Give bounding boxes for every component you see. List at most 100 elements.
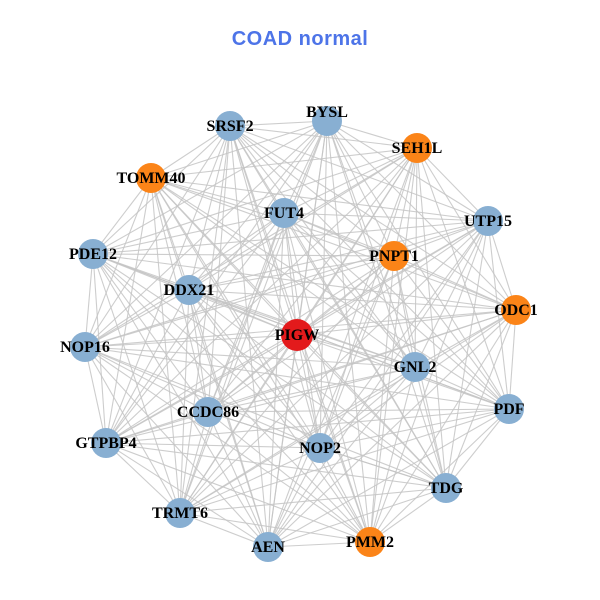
node-circle xyxy=(501,295,531,325)
edge xyxy=(84,346,510,410)
node-label: CCDC86 xyxy=(177,404,239,421)
edge xyxy=(105,442,181,514)
edge xyxy=(84,346,107,444)
edge xyxy=(267,408,510,548)
edge xyxy=(150,177,269,548)
edge xyxy=(188,289,321,449)
edge xyxy=(267,487,447,548)
edge xyxy=(84,346,269,548)
node-circle xyxy=(312,106,342,136)
edge xyxy=(105,177,152,444)
edge xyxy=(207,366,416,413)
edge xyxy=(84,253,94,348)
node-circle xyxy=(193,397,223,427)
edge xyxy=(84,147,418,348)
edge xyxy=(92,177,152,255)
edge xyxy=(105,125,231,444)
edge xyxy=(188,125,231,291)
node-label: GTPBP4 xyxy=(75,435,136,452)
node-label: NOP2 xyxy=(299,440,341,457)
edge xyxy=(84,346,447,489)
edge xyxy=(207,334,298,413)
edge xyxy=(326,120,489,222)
edge xyxy=(105,309,517,444)
edge xyxy=(92,147,418,255)
edge xyxy=(414,309,517,368)
edge xyxy=(369,309,517,543)
node-pdf: PDF xyxy=(493,394,525,424)
node-label: DDX21 xyxy=(164,282,215,299)
edge xyxy=(92,253,321,449)
edge xyxy=(267,255,395,548)
node-gtpbp4: GTPBP4 xyxy=(75,428,137,458)
edge xyxy=(188,147,418,291)
node-label: UTP15 xyxy=(464,213,512,230)
node-label: FUT4 xyxy=(264,205,304,222)
node-circle xyxy=(355,527,385,557)
edge xyxy=(267,541,371,548)
edge xyxy=(105,442,321,449)
node-circle xyxy=(91,428,121,458)
edge xyxy=(229,120,328,127)
edge xyxy=(326,120,510,410)
node-circle xyxy=(269,198,299,228)
edge xyxy=(92,253,447,489)
node-label: GNL2 xyxy=(394,359,437,376)
node-odc1: ODC1 xyxy=(494,295,538,325)
node-label: PNPT1 xyxy=(369,248,419,265)
node-label: TRMT6 xyxy=(152,505,208,522)
node-label: SRSF2 xyxy=(206,118,253,135)
node-circle xyxy=(431,473,461,503)
edge xyxy=(319,147,418,449)
node-gnl2: GNL2 xyxy=(394,352,437,382)
edge xyxy=(188,289,371,543)
node-label: ODC1 xyxy=(494,302,538,319)
node-aen: AEN xyxy=(251,532,285,562)
edge xyxy=(393,255,510,410)
edge xyxy=(267,220,489,548)
node-circle xyxy=(253,532,283,562)
edge xyxy=(319,366,416,449)
edge xyxy=(393,255,517,311)
node-circle xyxy=(400,352,430,382)
edge xyxy=(92,220,489,255)
edge xyxy=(105,289,190,444)
edge xyxy=(283,212,298,336)
node-label: TOMM40 xyxy=(116,170,185,187)
edge xyxy=(179,512,269,548)
edge xyxy=(150,177,321,449)
node-circle xyxy=(215,111,245,141)
edge xyxy=(92,120,328,255)
node-srsf2: SRSF2 xyxy=(206,111,254,141)
node-nop16: NOP16 xyxy=(60,332,110,362)
edge xyxy=(445,408,510,489)
node-pmm2: PMM2 xyxy=(346,527,394,557)
node-bysl: BYSL xyxy=(306,104,348,136)
edge xyxy=(296,334,321,449)
node-circle xyxy=(281,319,313,351)
node-circle xyxy=(402,133,432,163)
node-label: BYSL xyxy=(306,104,348,121)
edge xyxy=(207,408,510,413)
edge xyxy=(487,220,510,410)
edge xyxy=(179,512,371,543)
edge xyxy=(188,289,209,413)
edge xyxy=(179,212,285,514)
edge xyxy=(369,487,447,543)
edge xyxy=(283,212,489,222)
edge xyxy=(283,212,510,410)
edge xyxy=(150,177,181,514)
edge xyxy=(207,220,489,413)
edge xyxy=(179,487,447,514)
page-title: COAD normal xyxy=(231,28,369,50)
edge xyxy=(84,346,371,543)
edge xyxy=(179,334,298,514)
edge xyxy=(369,366,416,543)
edge xyxy=(150,177,489,222)
edge xyxy=(414,147,418,368)
edge xyxy=(326,120,517,311)
edge xyxy=(84,255,395,348)
edge xyxy=(414,220,489,368)
